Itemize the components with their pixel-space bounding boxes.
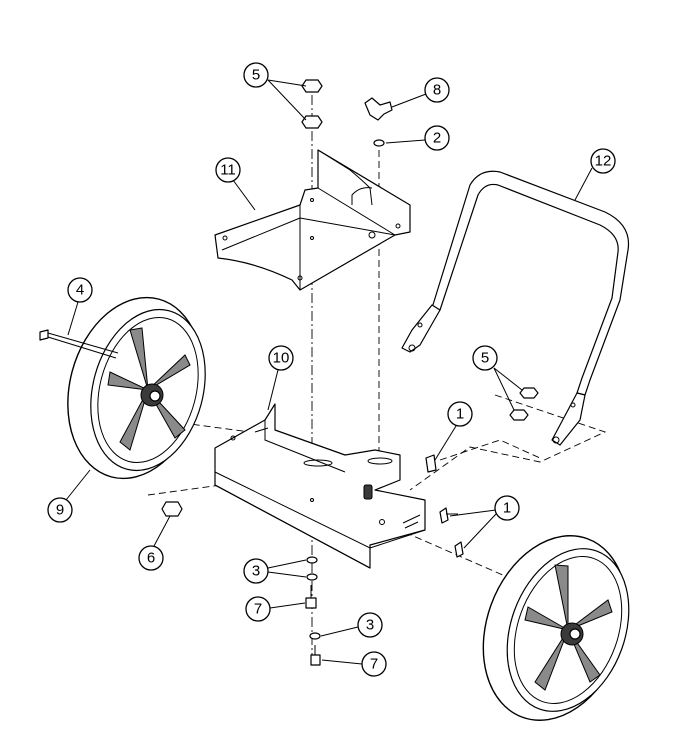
callout-label: 9 <box>56 502 64 519</box>
callout-3-right: 3 <box>357 612 383 638</box>
callout-9: 9 <box>47 497 73 523</box>
callout-label: 5 <box>481 350 489 367</box>
callout-2: 2 <box>424 125 450 151</box>
callout-label: 12 <box>595 153 612 170</box>
callout-1-upper: 1 <box>447 401 473 427</box>
callout-label: 1 <box>456 406 464 423</box>
hardware <box>39 79 539 666</box>
callout-7-left: 7 <box>245 596 271 622</box>
callout-5-top: 5 <box>243 62 269 88</box>
callout-label: 7 <box>370 656 378 673</box>
callout-11: 11 <box>215 157 241 183</box>
callout-label: 11 <box>220 162 236 179</box>
callout-label: 5 <box>252 67 260 84</box>
callout-label: 1 <box>503 500 511 517</box>
callout-label: 2 <box>433 130 441 147</box>
callout-1-lower: 1 <box>494 495 520 521</box>
upper-tray <box>214 149 411 291</box>
callout-10: 10 <box>268 345 294 371</box>
callout-label: 10 <box>273 350 290 367</box>
callout-label: 6 <box>147 550 155 567</box>
callout-4: 4 <box>67 277 93 303</box>
callout-5-right: 5 <box>472 345 498 371</box>
base-plate <box>214 403 426 569</box>
callout-label: 4 <box>76 282 84 299</box>
callout-label: 3 <box>252 563 260 580</box>
right-wheel <box>482 535 630 721</box>
callout-6: 6 <box>138 545 164 571</box>
left-wheel <box>67 296 206 480</box>
callout-12: 12 <box>590 148 616 174</box>
handle <box>401 170 630 446</box>
callout-7-right: 7 <box>361 651 387 677</box>
callout-label: 8 <box>433 82 441 99</box>
callout-label: 7 <box>254 601 262 618</box>
callout-label: 3 <box>366 617 374 634</box>
callouts: 5 8 2 11 12 4 <box>47 62 616 677</box>
callout-3-left: 3 <box>243 558 269 584</box>
callout-8: 8 <box>424 77 450 103</box>
